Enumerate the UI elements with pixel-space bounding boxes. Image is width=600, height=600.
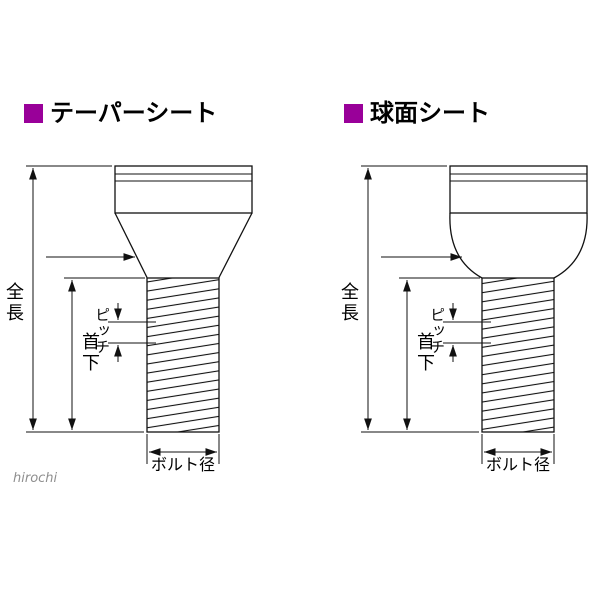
threaded-shaft [481,277,555,433]
total-length-label: 全長 [3,282,24,324]
taper-bolt-drawing [26,165,253,464]
spherical-seat-curve [449,212,483,279]
title-taper-seat: テーパーシート [24,101,217,125]
accent-square-icon [344,103,363,123]
spherical-bolt-drawing [361,165,588,464]
bolt-head [114,165,253,214]
pitch-label: ピッチ [428,307,446,355]
taper-seat-line [218,212,253,278]
accent-square-icon [24,103,43,123]
title-spherical-seat: 球面シート [344,101,490,125]
accent-square [24,103,43,123]
bolt-diameter-label: ボルト径 [150,455,215,474]
bolt-diameter-label: ボルト径 [485,455,550,474]
pitch-label: ピッチ [93,307,111,355]
taper-seat-line [114,212,148,278]
watermark-text: hirochi [13,471,58,486]
total-length-label: 全長 [338,282,359,324]
under-head-label: 首下 [414,332,435,374]
title-text: テーパーシート [50,99,218,127]
spherical-seat-curve [553,212,588,279]
under-head-label: 首下 [79,332,100,374]
title-text: 球面シート [370,99,490,127]
threaded-shaft [146,277,220,433]
accent-square [344,103,363,123]
bolt-head [449,165,588,214]
